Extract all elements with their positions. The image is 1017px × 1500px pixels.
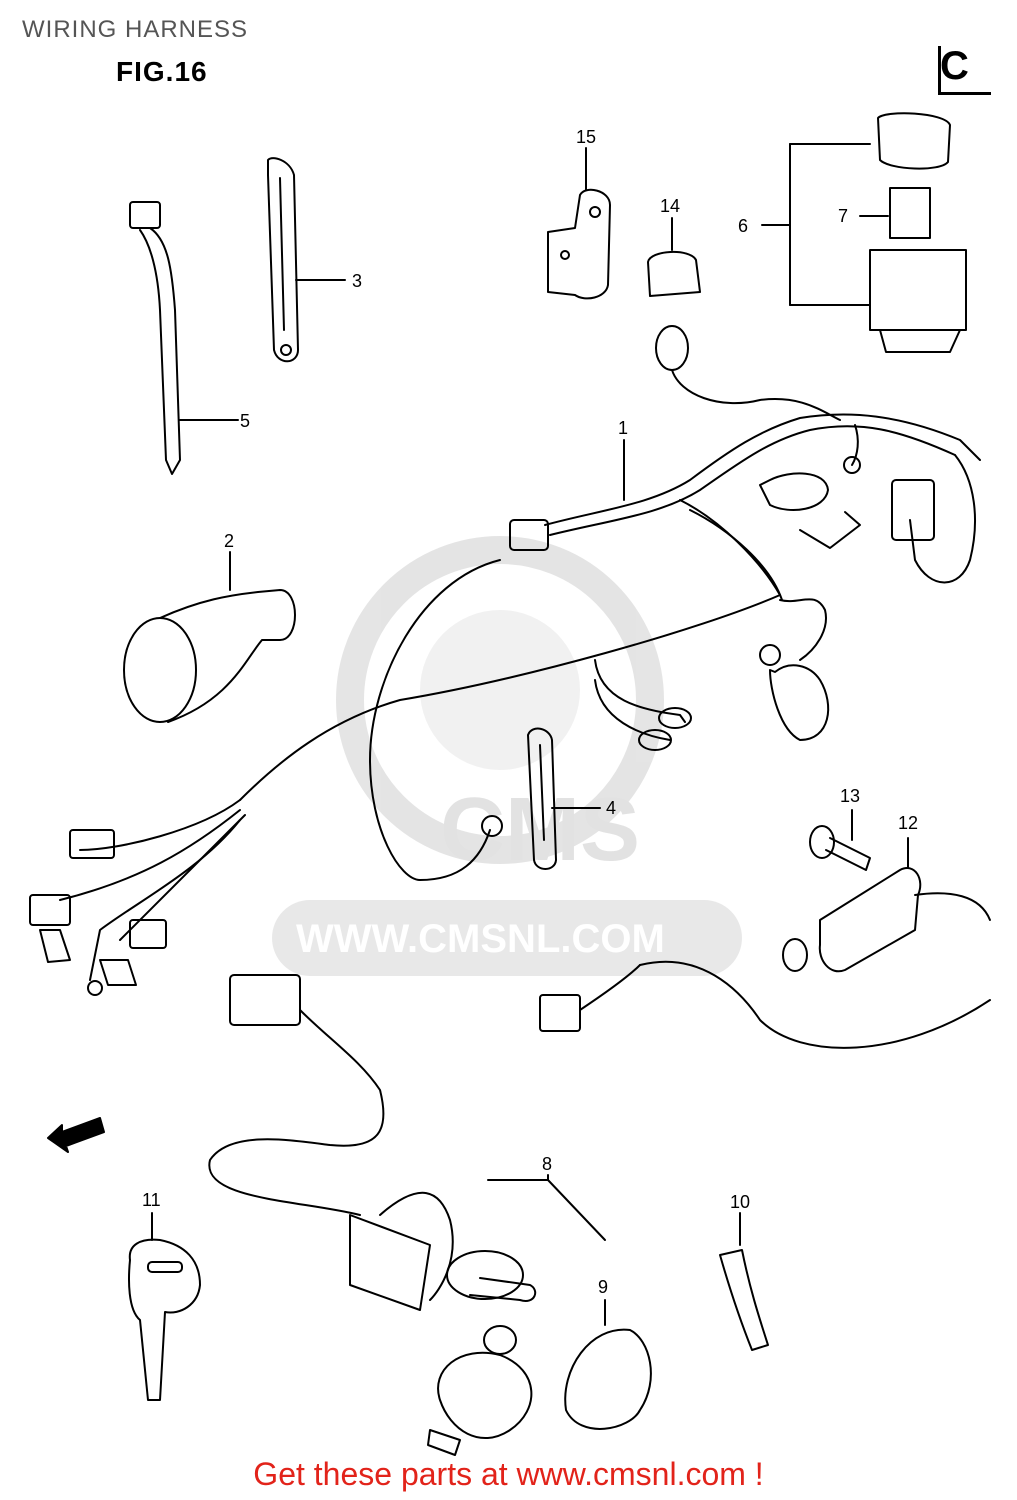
callout-8: 8 bbox=[542, 1154, 552, 1174]
footer-cta[interactable]: Get these parts at www.cmsnl.com ! bbox=[253, 1456, 764, 1492]
callout-7: 7 bbox=[838, 206, 848, 226]
part-12-switch bbox=[539, 837, 991, 1049]
front-arrow-icon bbox=[47, 1117, 105, 1153]
figure-label: FIG.16 bbox=[116, 56, 208, 87]
callout-9: 9 bbox=[598, 1277, 608, 1297]
watermark-logo-text: CMS bbox=[440, 780, 640, 880]
part-4-clamp bbox=[527, 727, 601, 870]
part-15-bracket bbox=[547, 147, 611, 300]
callout-5: 5 bbox=[240, 411, 250, 431]
part-6-7-relay bbox=[761, 112, 967, 353]
part-14-cap bbox=[647, 217, 841, 421]
callout-1: 1 bbox=[618, 418, 628, 438]
part-5-cable-tie bbox=[129, 201, 239, 475]
callout-13: 13 bbox=[840, 786, 860, 806]
part-8-ignition-switch bbox=[208, 974, 606, 1456]
part-13-bolt bbox=[809, 809, 871, 871]
page-title: WIRING HARNESS bbox=[22, 16, 249, 43]
corner-mark: C bbox=[940, 44, 969, 88]
connector-upper bbox=[509, 519, 549, 551]
part-10-label bbox=[719, 1212, 769, 1351]
part-3-clamp bbox=[267, 157, 346, 363]
callout-12: 12 bbox=[898, 813, 918, 833]
part-11-key bbox=[128, 1212, 201, 1401]
watermark: CMS WWW.CMSNL.COM bbox=[272, 536, 742, 976]
watermark-logo-ring bbox=[336, 536, 664, 864]
callout-15: 15 bbox=[576, 127, 596, 147]
part-1-main-harness bbox=[59, 413, 981, 981]
corner-bracket bbox=[938, 46, 991, 95]
part-9-cover bbox=[564, 1299, 652, 1430]
callout-2: 2 bbox=[224, 531, 234, 551]
callout-10: 10 bbox=[730, 1192, 750, 1212]
watermark-logo-face bbox=[420, 610, 580, 770]
callout-labels: 1 2 3 4 5 6 7 8 9 10 11 12 13 14 15 bbox=[142, 127, 918, 1297]
callout-3: 3 bbox=[352, 271, 362, 291]
callout-14: 14 bbox=[660, 196, 680, 216]
callout-4: 4 bbox=[606, 798, 616, 818]
callout-6: 6 bbox=[738, 216, 748, 236]
harness-left-connectors bbox=[29, 829, 167, 996]
connector-cover bbox=[759, 472, 829, 511]
callout-11: 11 bbox=[142, 1190, 161, 1210]
watermark-banner bbox=[272, 900, 742, 976]
ground-bracket bbox=[799, 511, 861, 549]
watermark-url: WWW.CMSNL.COM bbox=[296, 917, 665, 961]
part-2-cover bbox=[123, 551, 296, 723]
